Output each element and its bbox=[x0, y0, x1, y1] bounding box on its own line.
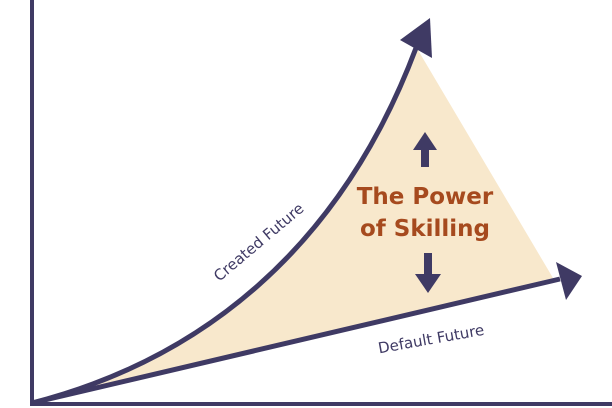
title-line-2: of Skilling bbox=[360, 216, 490, 242]
default-future-label: Default Future bbox=[377, 321, 486, 357]
down-arrow-icon bbox=[415, 253, 441, 293]
created-future-curve bbox=[31, 47, 419, 406]
default-future-line bbox=[31, 276, 561, 406]
gap-area bbox=[32, 45, 553, 403]
default-future-arrowhead bbox=[556, 262, 582, 300]
up-arrow-icon bbox=[413, 132, 437, 167]
title-line-1: The Power bbox=[357, 184, 494, 210]
created-future-arrowhead bbox=[400, 18, 432, 58]
